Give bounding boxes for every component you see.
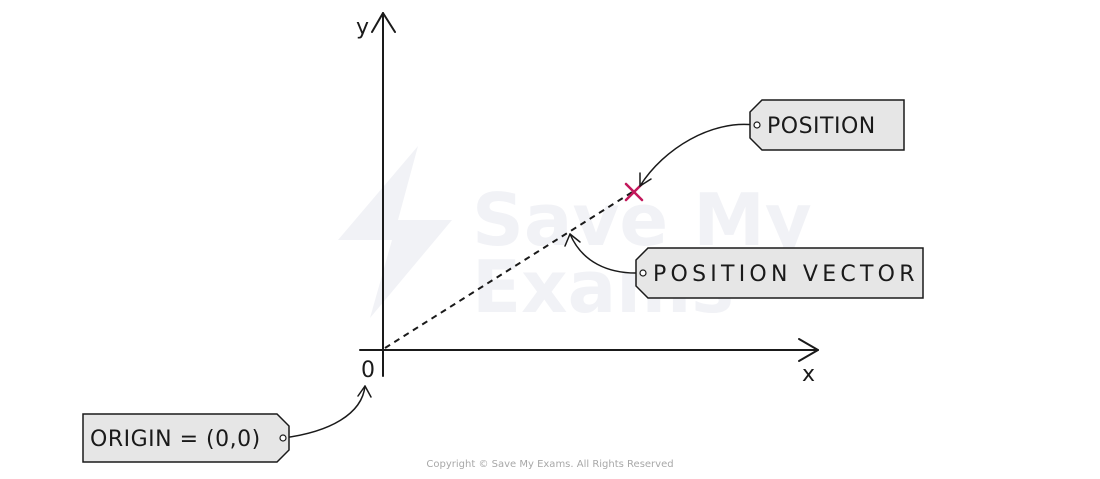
position-vector-pointer-arrowhead	[564, 233, 581, 247]
position-vector-tag: POSITION VECTOR	[635, 247, 924, 299]
origin-label: 0	[361, 358, 375, 383]
position-tag-label: POSITION	[767, 114, 876, 139]
y-axis-label: y	[356, 15, 369, 40]
position-tag-hole-icon	[753, 121, 761, 129]
origin-pointer-arrowhead	[357, 385, 372, 398]
position-tag-shape	[749, 99, 905, 151]
position-vector-line	[384, 190, 635, 349]
y-axis-arrowhead	[371, 12, 396, 33]
origin-tag-hole-icon	[279, 434, 287, 442]
x-axis-arrowhead	[798, 338, 819, 362]
watermark-bolt-icon	[338, 146, 452, 318]
position-point-marker	[624, 182, 644, 202]
origin-tag-shape	[82, 413, 290, 463]
position-pointer-arrowhead	[639, 172, 652, 187]
copyright-notice: Copyright © Save My Exams. All Rights Re…	[426, 459, 674, 470]
pointer-arrows	[282, 123, 755, 439]
axes	[359, 12, 819, 377]
position-pointer-arrow	[639, 123, 755, 187]
origin-pointer-arrow	[282, 385, 366, 439]
position-vector-pointer-arrow	[569, 233, 641, 274]
x-axis-label: x	[802, 362, 815, 387]
position-tag: POSITION	[749, 99, 905, 151]
position-vector-tag-hole-icon	[639, 269, 647, 277]
origin-tag: ORIGIN = (0,0)	[82, 413, 290, 463]
origin-tag-label: ORIGIN = (0,0)	[90, 427, 261, 452]
position-vector-tag-label: POSITION VECTOR	[653, 262, 915, 287]
position-vector-tag-shape	[635, 247, 924, 299]
